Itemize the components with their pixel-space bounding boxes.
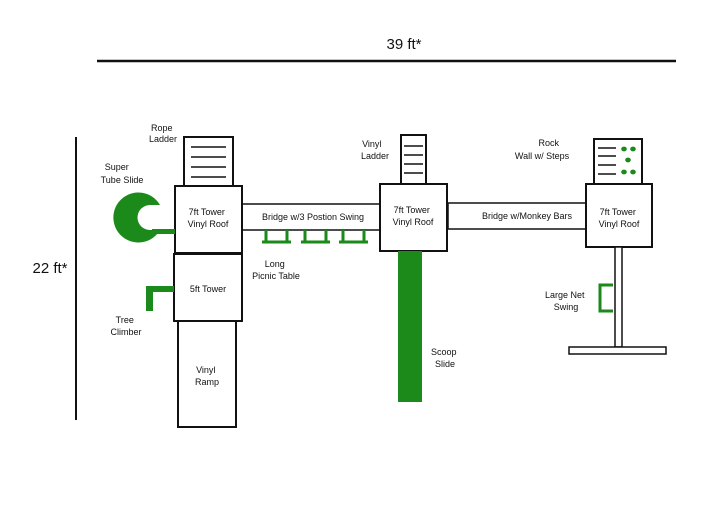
rock-wall-label: Rock Wall w/ Steps <box>515 138 570 161</box>
rock-wall-steps <box>598 147 616 175</box>
rope-ladder-rungs <box>191 146 226 178</box>
super-tube-slide <box>113 192 160 243</box>
left-5ft-tower-label: 5ft Tower <box>190 284 226 294</box>
right-7ft-tower-label: 7ft Tower Vinyl Roof <box>599 207 640 229</box>
swing-beam-base <box>568 346 667 355</box>
swing-seats <box>262 230 368 244</box>
middle-7ft-tower <box>379 183 448 252</box>
left-7ft-tower <box>174 185 243 254</box>
middle-7ft-tower-label: 7ft Tower Vinyl Roof <box>393 205 434 227</box>
swing-seat <box>301 230 330 244</box>
scoop-slide <box>398 251 422 402</box>
vinyl-ladder-label: Vinyl Ladder <box>361 139 389 161</box>
right-7ft-tower <box>585 183 653 248</box>
monkey-bars-bridge-label: Bridge w/Monkey Bars <box>482 211 573 221</box>
rock-wall <box>593 138 643 185</box>
swing-seat <box>339 230 368 244</box>
width-dimension-label: 39 ft* <box>386 36 421 53</box>
swing-bridge-label: Bridge w/3 Postion Swing <box>262 212 364 222</box>
scoop-slide-label: Scoop Slide <box>431 347 459 369</box>
vinyl-ladder-rungs <box>404 145 423 174</box>
left-7ft-tower-label: 7ft Tower Vinyl Roof <box>188 207 229 229</box>
long-picnic-table-label: Long Picnic Table <box>252 259 300 281</box>
tree-climber-label: Tree Climber <box>110 315 141 337</box>
tree-climber <box>146 286 174 311</box>
swing-seat <box>262 230 291 244</box>
large-net-swing <box>598 283 613 313</box>
rope-ladder <box>183 136 234 187</box>
large-net-swing-label: Large Net Swing <box>545 290 587 312</box>
tube-slide-connector <box>152 229 175 234</box>
rope-ladder-label: Rope Ladder <box>149 123 177 144</box>
height-dimension-label: 22 ft* <box>32 260 67 277</box>
super-tube-slide-label: Super Tube Slide <box>101 162 144 185</box>
vinyl-ramp-label: Vinyl Ramp <box>195 365 219 387</box>
rock-holds <box>621 146 636 175</box>
vinyl-ramp <box>177 320 237 428</box>
vinyl-ladder <box>400 134 427 185</box>
swing-beam-post <box>614 246 623 348</box>
